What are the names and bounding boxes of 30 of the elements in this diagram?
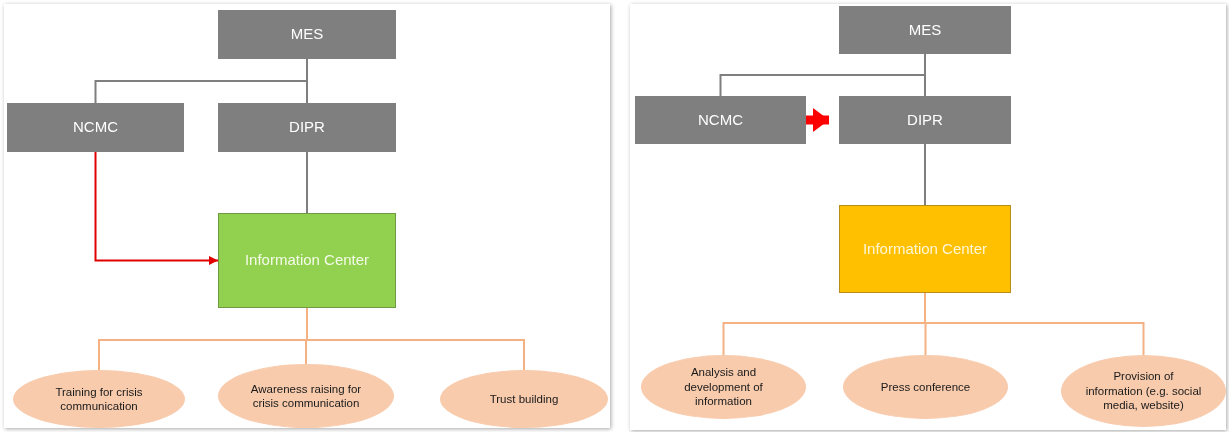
connector-line xyxy=(924,53,926,97)
org-box xyxy=(635,96,806,144)
node-text: Press conference xyxy=(880,379,971,395)
node-text: NCMC xyxy=(73,118,118,137)
node-text: Awareness raising for crisis communication xyxy=(249,381,363,411)
org-box xyxy=(218,213,396,308)
node-text: Trust building xyxy=(489,391,559,407)
node-text: Information Center xyxy=(862,239,988,259)
connector-line xyxy=(306,307,525,371)
node-text: MES xyxy=(908,20,942,40)
org-box xyxy=(218,103,396,152)
node-text: NCMC xyxy=(698,110,743,130)
node-text: Analysis and development of information xyxy=(683,365,764,409)
org-box xyxy=(839,6,1011,54)
node-text: DIPR xyxy=(907,110,943,130)
org-box xyxy=(839,205,1011,293)
org-box xyxy=(218,10,396,59)
connector-line xyxy=(924,143,926,206)
arrow xyxy=(806,108,829,132)
connector-line xyxy=(306,151,308,214)
node-text: Information Center xyxy=(244,251,370,270)
org-box xyxy=(839,96,1011,144)
node-text: Training for crisis communication xyxy=(54,384,144,414)
node-text: DIPR xyxy=(289,118,325,137)
connector-line xyxy=(924,292,1145,356)
connector-line xyxy=(306,58,308,104)
node-text: Provision of information (e.g. social media, website) xyxy=(1084,369,1203,413)
arrow xyxy=(94,151,219,265)
org-box xyxy=(7,103,184,152)
node-text: MES xyxy=(290,25,324,44)
